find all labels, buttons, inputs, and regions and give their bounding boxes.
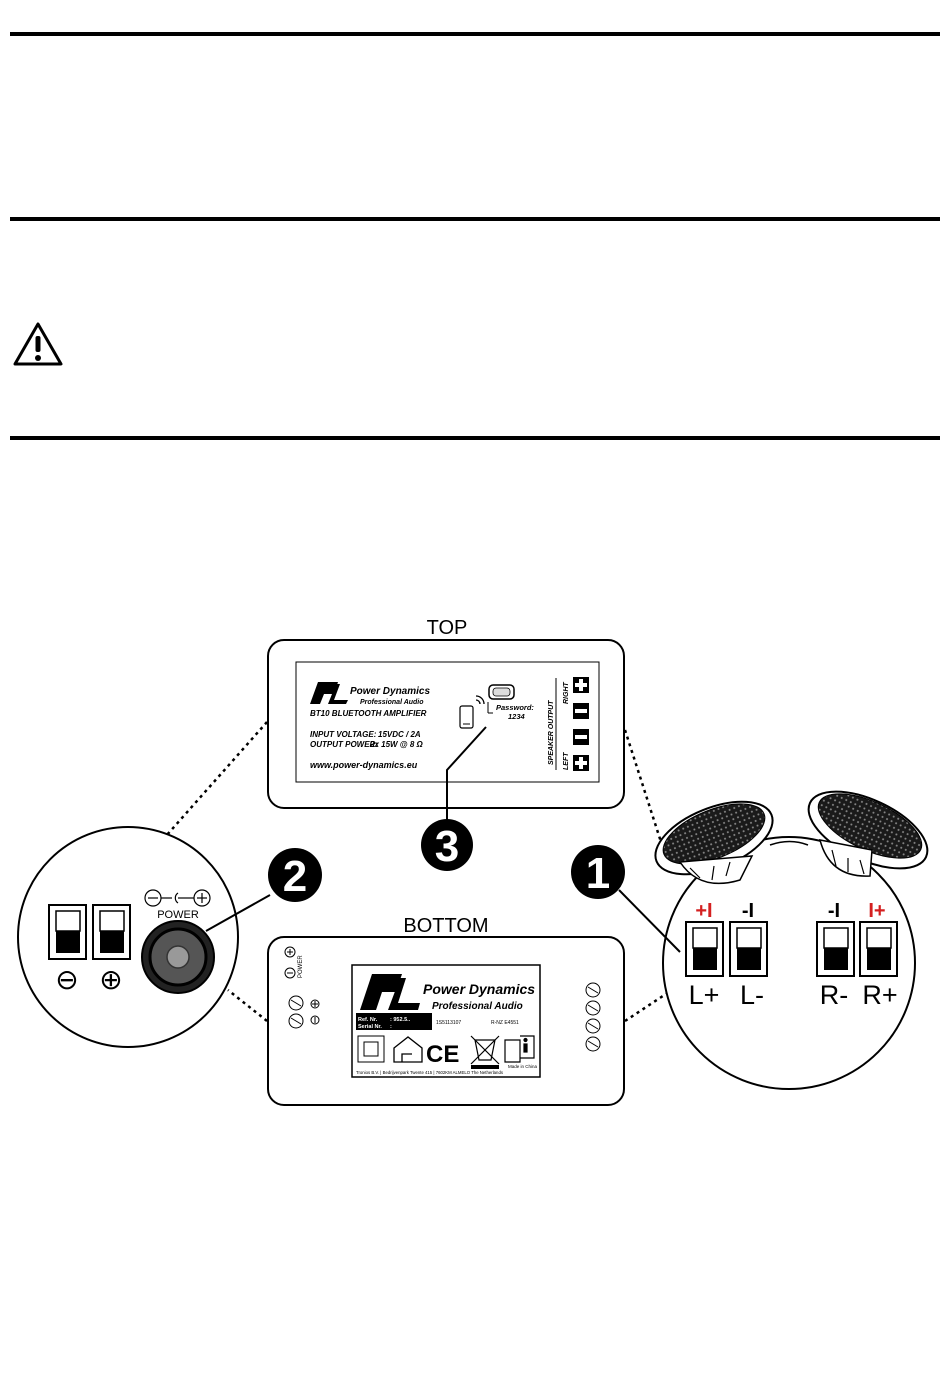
top-brand: Power Dynamics [350, 686, 430, 697]
bottom-ref-label: Ref. Nr. [358, 1017, 378, 1023]
top-model: BT10 BLUETOOTH AMPLIFIER [310, 709, 427, 718]
top-label: TOP [427, 617, 468, 639]
ce-mark-icon: CE [426, 1041, 459, 1068]
power-zoom-label: POWER [157, 909, 199, 921]
svg-text:3: 3 [435, 822, 459, 871]
callout-3: 3 [421, 819, 473, 871]
svg-text:1: 1 [586, 849, 610, 898]
top-output-power-value: 2x 15W @ 8 Ω [369, 740, 423, 749]
warning-icon [13, 322, 63, 366]
amplifier-diagram: TOP Power Dynamics Professional Audio BT… [17, 617, 929, 1106]
top-password-value: 1234 [508, 712, 526, 721]
svg-text:2: 2 [283, 852, 307, 901]
bottom-cert-right: R-NZ E4551 [491, 1020, 519, 1026]
callout-1: 1 [571, 845, 625, 899]
bottom-brand: Power Dynamics [423, 981, 535, 997]
power-plus-symbol: ⊕ [99, 964, 122, 995]
top-panel: Power Dynamics Professional Audio BT10 B… [267, 639, 625, 822]
top-website: www.power-dynamics.eu [310, 760, 418, 770]
top-input-voltage-value: 15VDC / 2A [378, 730, 421, 739]
bottom-panel: POWER Power Dynamics Professional Audio … [267, 936, 625, 1106]
bottom-cert-left: 1S5113107 [436, 1020, 461, 1026]
bottom-power-label: POWER [298, 955, 304, 978]
callout-2: 2 [268, 848, 322, 902]
speaker-terminal-l-minus [729, 921, 768, 977]
bottom-screws-right [585, 982, 601, 1052]
power-polarity-icon [144, 889, 211, 907]
top-input-voltage-label: INPUT VOLTAGE: [310, 730, 377, 739]
speaker-terminal-r-minus [816, 921, 855, 977]
power-minus-symbol: ⊖ [55, 964, 78, 995]
power-terminal-minus [48, 904, 87, 960]
speaker-terminal-label-1: L+ [689, 980, 720, 1010]
top-left-label: LEFT [563, 752, 570, 770]
speaker-terminal-label-3: R- [820, 980, 849, 1010]
power-terminal-plus [92, 904, 131, 960]
top-terminal-plus-left [573, 755, 589, 771]
power-zoom: ⊖ ⊕ POWER [17, 826, 271, 1048]
speaker-terminal-r-plus [859, 921, 898, 977]
bottom-serial-value: : [390, 1024, 392, 1030]
speaker-terminal-label-4: R+ [862, 980, 897, 1010]
top-terminal-plus-right [573, 677, 589, 693]
bottom-serial-label: Serial Nr. [358, 1024, 382, 1030]
manual-icon [504, 1035, 535, 1063]
top-speaker-output: SPEAKER OUTPUT [548, 700, 555, 765]
top-terminal-minus-left [573, 729, 589, 745]
top-output-power-label: OUTPUT POWER: [310, 740, 378, 749]
speaker-top-label-1: +I [695, 900, 712, 922]
bottom-label: BOTTOM [403, 915, 488, 937]
header-rule-middle [10, 217, 940, 221]
double-insulation-icon [357, 1035, 385, 1063]
top-brand-sub: Professional Audio [360, 699, 424, 706]
bottom-ref-value: : 952.5.. [390, 1017, 411, 1023]
top-password-label: Password: [496, 703, 534, 712]
left-speaker-icon [654, 800, 774, 885]
speaker-top-label-4: I+ [868, 900, 885, 922]
signal-icon [475, 695, 485, 705]
top-right-label: RIGHT [563, 682, 570, 705]
speaker-terminal-label-2: L- [740, 980, 764, 1010]
bottom-address: Tronios B.V. | Bedrijvenpark Twente 415 … [356, 1070, 503, 1075]
bottom-brand-logo [360, 974, 420, 1010]
speaker-top-label-2: -I [742, 900, 754, 922]
brand-logo [310, 682, 348, 704]
speaker-top-label-3: -I [828, 900, 840, 922]
dotted-connectors [157, 721, 673, 1023]
header-rule-bottom [10, 436, 940, 440]
bottom-brand-sub: Professional Audio [432, 1001, 523, 1012]
phone-icon [459, 705, 474, 729]
weee-bin-icon [470, 1035, 500, 1065]
indoor-use-icon [393, 1036, 423, 1063]
bottom-made-in: Made in China [508, 1064, 538, 1069]
speaker-terminal-l-plus [685, 921, 724, 977]
bottom-power-symbol [284, 946, 296, 979]
bottom-screws-left [288, 995, 320, 1029]
header-rule-top [10, 32, 940, 36]
pairing-button-icon [488, 684, 515, 700]
dc-jack-icon [141, 920, 215, 994]
speaker-zoom: +I -I -I I+ L+ L- R- R+ [618, 790, 929, 1090]
top-terminal-minus-right [573, 703, 589, 719]
right-speaker-icon [807, 790, 929, 877]
